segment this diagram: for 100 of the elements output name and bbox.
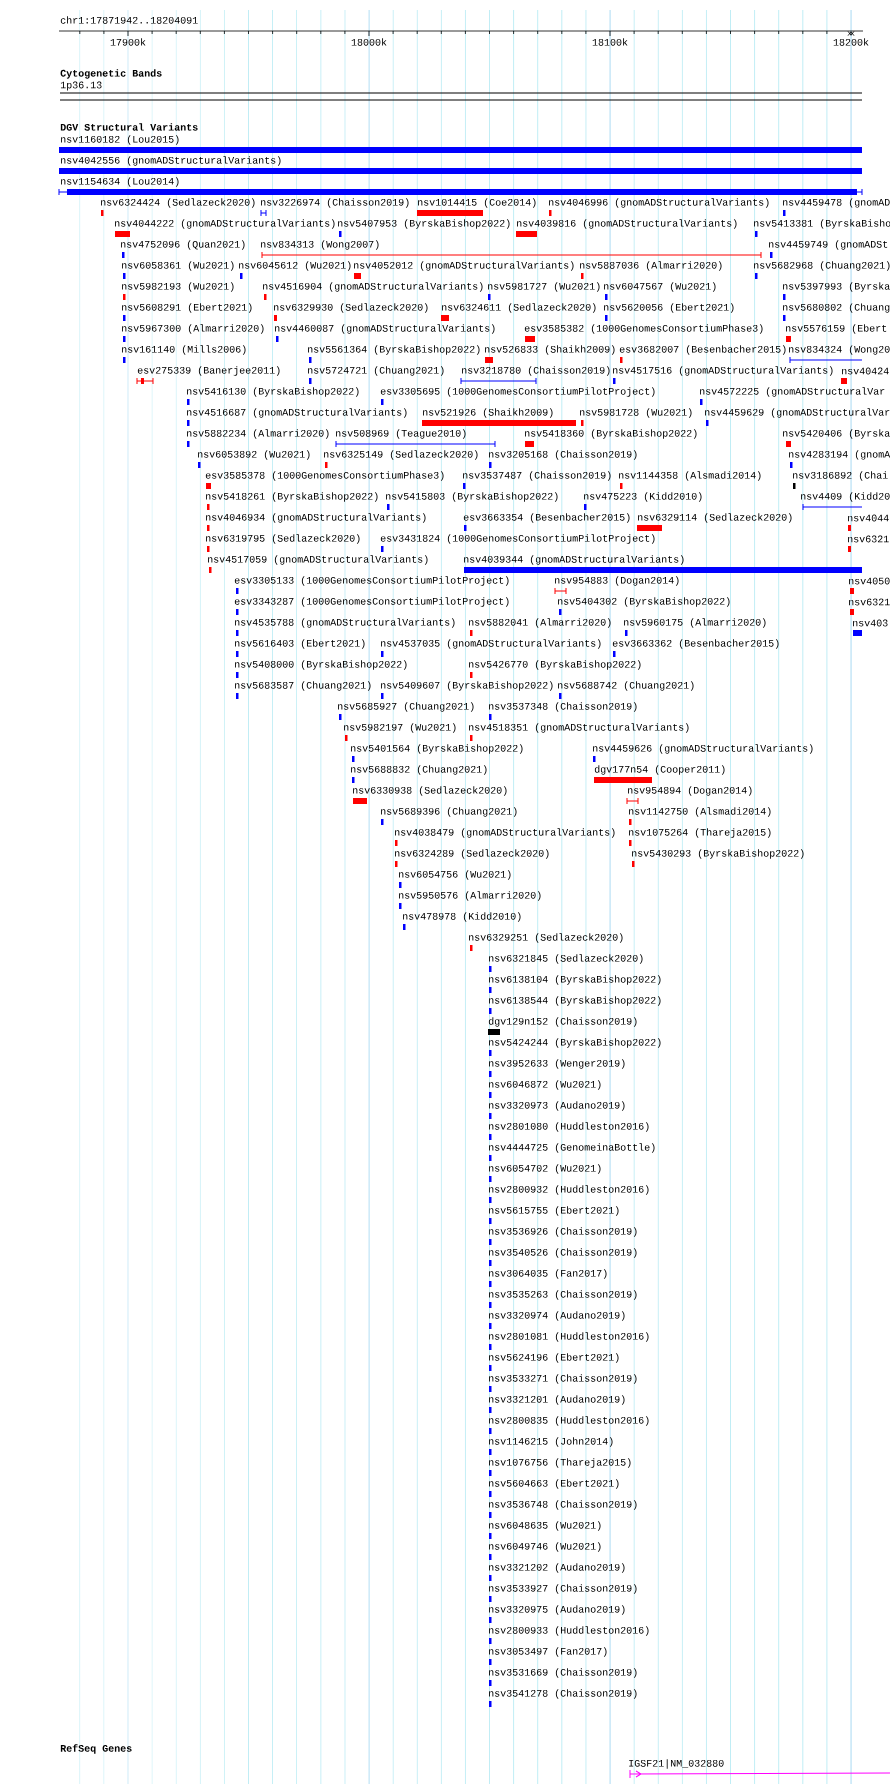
variant-label: nsv6329114 (Sedlazeck2020) (638, 513, 792, 523)
variant-label: nsv5982193 (Wu2021) (122, 282, 234, 292)
variant-label: nsv403 (853, 619, 888, 627)
variant-label: nsv5982197 (Wu2021) (344, 723, 456, 733)
variant-label: nsv6321 (848, 535, 889, 543)
variant-label: nsv526833 (Shaikh2009) (485, 345, 615, 355)
variant-label: nsv5418261 (ByrskaBishop2022) (206, 492, 378, 502)
variant-label: nsv6047567 (Wu2021) (604, 282, 716, 292)
variant-label: nsv3531669 (Chaisson2019) (489, 1668, 637, 1678)
variant-label: nsv3226974 (Chaisson2019) (261, 198, 409, 208)
variant-label: esv3682007 (Besenbacher2015) (619, 345, 786, 355)
variant-label: nsv1154634 (Lou2014) (61, 177, 179, 187)
variant-label: nsv6321845 (Sedlazeck2020) (489, 954, 643, 964)
variant-label: nsv5426770 (ByrskaBishop2022) (469, 660, 641, 670)
band-label: 1p36.13 (60, 81, 102, 91)
variant-label: nsv4517059 (gnomADStructuralVariants) (208, 555, 428, 565)
variant-label: nsv3218780 (Chaisson2019) (462, 366, 610, 376)
variant-label: esv3305695 (1000GenomesConsortiumPilotProject) (380, 387, 655, 397)
variant-label: nsv475223 (Kidd2010) (584, 492, 702, 502)
variant-label: nsv6324611 (Sedlazeck2020) (442, 303, 596, 313)
variant-label: esv3431824 (1000GenomesConsortiumPilotProject) (380, 534, 655, 544)
track-title: DGV Structural Variants (60, 123, 198, 131)
variant-label: nsv6049746 (Wu2021) (489, 1542, 601, 1552)
variant-label: nsv2800835 (Huddleston2016) (489, 1416, 649, 1426)
track-title: Cytogenetic Bands (60, 69, 162, 79)
variant-label: nsv5624196 (Ebert2021) (489, 1353, 619, 1363)
variant-label: nsv5683587 (Chuang2021) (235, 681, 371, 691)
variant-label: nsv5418360 (ByrskaBishop2022) (525, 429, 697, 439)
variant-label: nsv4516904 (gnomADStructuralVariants) (263, 282, 483, 292)
variant-label: nsv6321 (849, 598, 890, 606)
variant-label: nsv1076756 (Thareja2015) (489, 1458, 631, 1468)
variant-label: nsv5420406 (Byrska (783, 429, 890, 439)
variant-label: nsv5981727 (Wu2021) (488, 282, 600, 292)
variant-label: nsv3321202 (Audano2019) (489, 1563, 625, 1573)
variant-label: nsv2801081 (Huddleston2016) (489, 1332, 649, 1342)
variant-label: nsv1014415 (Coe2014) (418, 198, 536, 208)
variant-label: nsv5981728 (Wu2021) (580, 408, 692, 418)
variant-label: nsv4044222 (gnomADStructuralVariants) (115, 219, 335, 229)
variant-label: nsv4050 (849, 577, 890, 585)
variant-label: nsv4046934 (gnomADStructuralVariants) (206, 513, 426, 523)
variant-label: nsv6138544 (ByrskaBishop2022) (489, 996, 661, 1006)
variant-label: nsv1146215 (John2014) (489, 1437, 613, 1447)
variant-label: nsv4044 (848, 514, 889, 522)
variant-label: nsv5413381 (ByrskaBisho (754, 219, 890, 229)
variant-label: nsv4459626 (gnomADStructuralVariants) (593, 744, 813, 754)
variant-label: nsv1075264 (Thareja2015) (629, 828, 771, 838)
variant-label: nsv5615755 (Ebert2021) (489, 1206, 619, 1216)
variant-label: nsv5407953 (ByrskaBishop2022) (338, 219, 510, 229)
variant-label: nsv834313 (Wong2007) (261, 240, 379, 250)
variant-label: nsv3537487 (Chaisson2019) (463, 471, 611, 481)
variant-label: nsv5620056 (Ebert2021) (604, 303, 734, 313)
tick-label: 18200k (833, 38, 869, 46)
variant-label: nsv6046872 (Wu2021) (489, 1080, 601, 1090)
variant-label: nsv5604663 (Ebert2021) (489, 1479, 619, 1489)
variant-label: nsv3540526 (Chaisson2019) (489, 1248, 637, 1258)
variant-label: nsv478978 (Kidd2010) (403, 912, 521, 922)
variant-label: nsv3321201 (Audano2019) (489, 1395, 625, 1405)
variant-label: nsv4046996 (gnomADStructuralVariants) (549, 198, 769, 208)
variant-label: nsv2800933 (Huddleston2016) (489, 1626, 649, 1636)
variant-label: nsv5416130 (ByrskaBishop2022) (187, 387, 359, 397)
variant-label: nsv6329930 (Sedlazeck2020) (274, 303, 428, 313)
variant-label: nsv5950576 (Almarri2020) (399, 891, 541, 901)
variant-label: nsv1142750 (Alsmadi2014) (629, 807, 771, 817)
variant-label: nsv5430293 (ByrskaBishop2022) (632, 849, 804, 859)
variant-label: nsv834324 (Wong20 (789, 345, 890, 355)
variant-label: nsv3537348 (Chaisson2019) (489, 702, 637, 712)
variant-label: nsv6319795 (Sedlazeck2020) (206, 534, 360, 544)
variant-label: nsv161140 (Mills2006) (122, 345, 246, 355)
variant-label: nsv3186892 (Chai (793, 471, 888, 481)
gene-label: IGSF21|NM_032880 (629, 1759, 724, 1769)
variant-label: nsv3064035 (Fan2017) (489, 1269, 607, 1279)
variant-label: nsv4409 (Kidd20 (801, 492, 890, 502)
variant-label: nsv5882041 (Almarri2020) (469, 618, 611, 628)
variant-label: esv3305133 (1000GenomesConsortiumPilotProject) (234, 576, 509, 586)
variant-label: dgv129n152 (Chaisson2019) (488, 1017, 637, 1027)
variant-label: nsv5424244 (ByrskaBishop2022) (489, 1038, 661, 1048)
variant-label: nsv4039816 (gnomADStructuralVariants) (517, 219, 737, 229)
variant-label: nsv6058361 (Wu2021) (122, 261, 234, 271)
variant-label: nsv1144358 (Alsmadi2014) (619, 471, 761, 481)
variant-label: nsv5688742 (Chuang2021) (558, 681, 694, 691)
variant-label: esv3663362 (Besenbacher2015) (612, 639, 779, 649)
variant-label: nsv5404302 (ByrskaBishop2022) (558, 597, 730, 607)
variant-label: esv3585382 (1000GenomesConsortiumPhase3) (524, 324, 763, 334)
variant-label: nsv4042556 (gnomADStructuralVariants) (61, 156, 281, 166)
variant-label: nsv6048635 (Wu2021) (489, 1521, 601, 1531)
variant-label: esv275339 (Banerjee2011) (137, 366, 280, 376)
variant-label: nsv4516687 (gnomADStructuralVariants) (187, 408, 407, 418)
variant-label: esv3585378 (1000GenomesConsortiumPhase3) (205, 471, 444, 481)
variant-label: nsv4518351 (gnomADStructuralVariants) (469, 723, 689, 733)
tick-label: 18000k (351, 38, 387, 46)
variant-label: nsv5685927 (Chuang2021) (338, 702, 474, 712)
variant-label: nsv4444725 (GenomeinaBottle) (489, 1143, 655, 1153)
variant-label: nsv1160182 (Lou2015) (61, 135, 179, 145)
variant-label: nsv6045612 (Wu2021) (239, 261, 351, 271)
variant-label: nsv5401564 (ByrskaBishop2022) (351, 744, 523, 754)
variant-label: nsv5960175 (Almarri2020) (624, 618, 766, 628)
variant-label: nsv3535263 (Chaisson2019) (489, 1290, 637, 1300)
variant-label: nsv2801080 (Huddleston2016) (489, 1122, 649, 1132)
variant-label: nsv5608291 (Ebert2021) (122, 303, 252, 313)
tick-label: 18100k (592, 38, 628, 46)
